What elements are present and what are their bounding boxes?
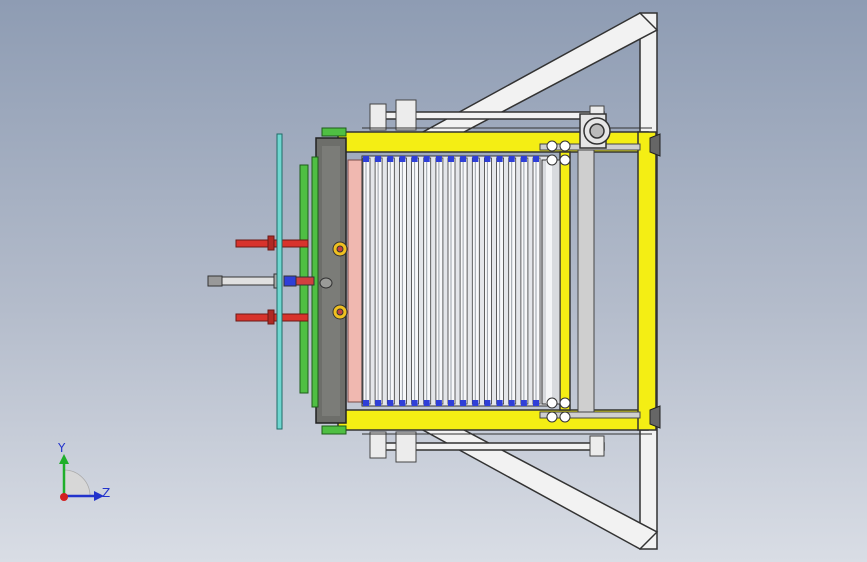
tension-cylinder	[541, 159, 561, 405]
z-axis-label: Z	[102, 486, 111, 500]
roller-tooth	[520, 156, 527, 162]
support-lower-diagonal	[410, 411, 659, 550]
roller-tooth	[448, 156, 454, 162]
frame-feet	[649, 133, 661, 429]
roller-tooth	[387, 156, 394, 162]
axis-triad	[59, 454, 104, 501]
teal-panel	[276, 133, 283, 430]
roller-tooth	[484, 400, 491, 406]
air-cylinder	[207, 273, 315, 289]
frame-inner-upright	[559, 151, 571, 411]
roller-tooth	[411, 156, 418, 162]
roller-tooth	[533, 400, 539, 406]
roller-tooth	[363, 156, 369, 162]
roller-tooth	[496, 156, 503, 162]
roller-tooth	[375, 400, 382, 406]
roller-tooth	[375, 156, 382, 162]
roller-tooth	[533, 156, 539, 162]
roller-tooth	[460, 400, 467, 406]
roller-tooth	[460, 156, 467, 162]
origin-dot	[60, 493, 68, 501]
roller-tooth	[520, 400, 527, 406]
frame-right-upright	[637, 131, 657, 431]
plate-hardware	[319, 241, 348, 320]
support-upper-diagonal	[410, 12, 659, 151]
roller-tooth	[399, 400, 406, 406]
red-guide-rods	[235, 235, 309, 325]
roller-tooth	[435, 156, 442, 162]
roller-tooth	[399, 156, 406, 162]
roller-tooth	[472, 156, 479, 162]
roller-tooth	[423, 400, 430, 406]
roller-tooth	[484, 156, 491, 162]
pink-side-strip	[347, 159, 363, 403]
bearings	[546, 140, 571, 423]
roller-tooth	[472, 400, 479, 406]
yellow-main-frame	[337, 131, 657, 431]
roller-group	[362, 156, 541, 406]
triad-quadrant	[63, 469, 91, 497]
roller-tooth	[448, 400, 454, 406]
roller-tooth	[363, 400, 369, 406]
roller-tooth	[423, 156, 430, 162]
roller-tooth	[508, 400, 515, 406]
roller-tooth	[411, 400, 418, 406]
roller-tooth	[387, 400, 394, 406]
y-axis-label: Y	[58, 441, 66, 455]
motor	[579, 113, 611, 149]
roller-tooth	[508, 156, 515, 162]
roller-tooth	[435, 400, 442, 406]
roller-tooth	[496, 400, 503, 406]
